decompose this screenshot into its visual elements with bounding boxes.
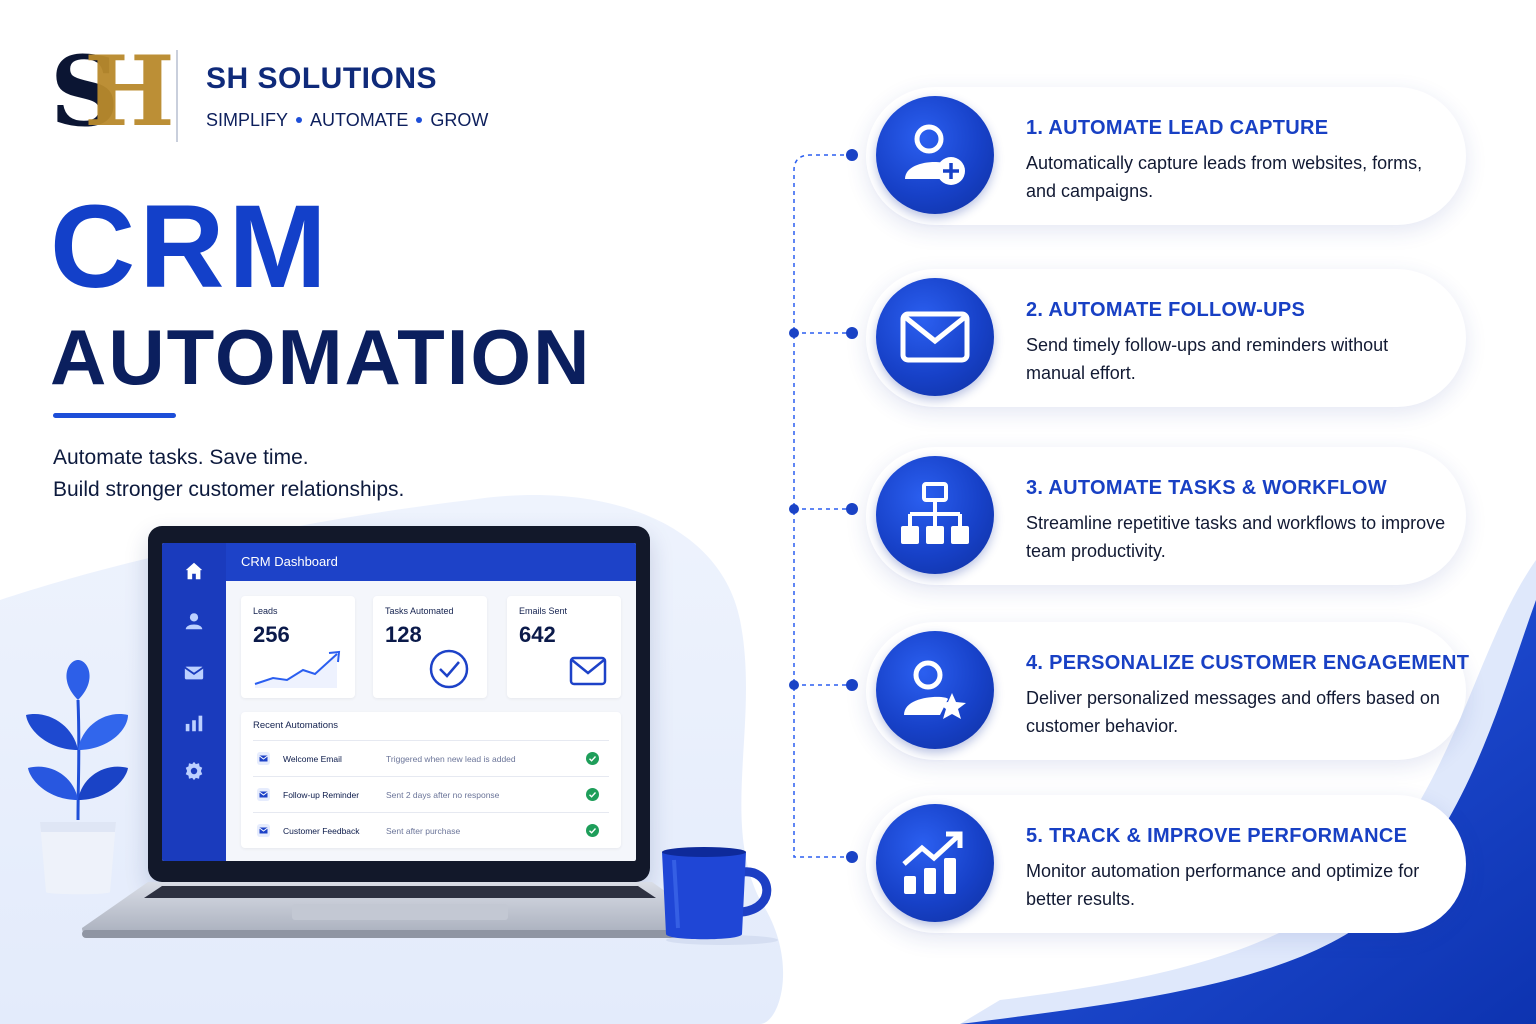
gear-icon[interactable] xyxy=(180,757,208,785)
user-star-icon xyxy=(904,660,966,719)
stat-label: Emails Sent xyxy=(519,606,568,616)
step-icon-circle xyxy=(876,804,994,922)
step-description: Send timely follow-ups and reminders wit… xyxy=(1026,335,1389,383)
recent-title: Recent Automations xyxy=(253,720,339,731)
step-icon-circle xyxy=(876,278,994,396)
stat-label: Tasks Automated xyxy=(385,606,454,616)
logo-letter-s: S xyxy=(50,35,120,148)
success-check-icon xyxy=(586,752,599,765)
recent-row[interactable]: Follow-up Reminder Sent 2 days after no … xyxy=(253,776,609,812)
tagline-dot xyxy=(416,117,423,123)
envelope-icon xyxy=(569,656,607,686)
dashboard-topbar: CRM Dashboard xyxy=(226,543,636,581)
step-card-track-performance[interactable]: 5. TRACK & IMPROVE PERFORMANCE Monitor a… xyxy=(866,795,1466,933)
crm-dashboard: CRM Dashboard Leads 256 Tasks Automated … xyxy=(162,543,636,861)
step-title: 1. AUTOMATE LEAD CAPTURE xyxy=(1026,117,1329,139)
envelope-icon xyxy=(900,311,970,363)
coffee-mug xyxy=(662,847,778,945)
stat-value: 256 xyxy=(253,622,290,647)
sh-logo: S H xyxy=(50,44,175,142)
tagline-word: AUTOMATE xyxy=(310,109,409,130)
mail-icon[interactable] xyxy=(180,659,208,687)
laptop-keyboard-base xyxy=(82,882,718,938)
recent-desc: Sent after purchase xyxy=(386,826,461,836)
hero-title-crm: CRM xyxy=(50,181,331,313)
plant-illustration xyxy=(26,660,128,895)
stat-card-emails[interactable]: Emails Sent 642 xyxy=(507,596,621,698)
step-description: Deliver personalized messages and offers… xyxy=(1026,688,1440,736)
step-description: Automatically capture leads from website… xyxy=(1026,153,1423,201)
hero-title-automation: AUTOMATION xyxy=(50,313,592,401)
brand-text: SH SOLUTIONS SIMPLIFY AUTOMATE GROW xyxy=(206,62,488,131)
step-title: 3. AUTOMATE TASKS & WORKFLOW xyxy=(1026,477,1387,499)
tagline-word: SIMPLIFY xyxy=(206,109,289,130)
recent-automations-panel: Recent Automations Welcome Email Trigger… xyxy=(241,712,621,848)
recent-desc: Triggered when new lead is added xyxy=(386,754,516,764)
stat-card-leads[interactable]: Leads 256 xyxy=(241,596,355,698)
brand-header: S H SH SOLUTIONS SIMPLIFY AUTOMATE GROW xyxy=(50,44,488,142)
recent-row[interactable]: Welcome Email Triggered when new lead is… xyxy=(253,740,609,776)
home-icon[interactable] xyxy=(180,557,208,585)
check-circle-icon xyxy=(429,649,469,689)
stat-value: 642 xyxy=(519,622,556,647)
success-check-icon xyxy=(586,824,599,837)
stat-value: 128 xyxy=(385,622,422,647)
mail-icon xyxy=(257,752,270,765)
step-icon-circle xyxy=(876,631,994,749)
step-card-follow-ups[interactable]: 2. AUTOMATE FOLLOW-UPS Send timely follo… xyxy=(866,269,1466,407)
recent-name: Customer Feedback xyxy=(283,826,360,836)
recent-desc: Sent 2 days after no response xyxy=(386,790,500,800)
tagline-dot xyxy=(296,117,303,123)
mail-icon xyxy=(257,788,270,801)
tagline-word: GROW xyxy=(430,109,489,130)
step-description: Streamline repetitive tasks and workflow… xyxy=(1026,513,1446,561)
user-icon[interactable] xyxy=(180,607,208,635)
brand-divider xyxy=(176,50,178,142)
laptop-screen: CRM Dashboard Leads 256 Tasks Automated … xyxy=(148,526,650,882)
logo-letter-h: H xyxy=(84,35,175,148)
step-description: Monitor automation performance and optim… xyxy=(1026,861,1420,909)
brand-tagline: SIMPLIFY AUTOMATE GROW xyxy=(206,110,488,131)
step-card-personalize[interactable]: 4. PERSONALIZE CUSTOMER ENGAGEMENT Deliv… xyxy=(866,622,1470,760)
user-plus-icon xyxy=(905,124,965,185)
mail-icon xyxy=(257,824,270,837)
workflow-icon xyxy=(901,482,969,544)
hero-subtitle-line: Build stronger customer relationships. xyxy=(53,478,405,501)
dashboard-sidebar xyxy=(162,543,226,861)
hero-subtitle: Automate tasks. Save time. Build stronge… xyxy=(53,442,404,506)
step-icon-circle xyxy=(876,96,994,214)
recent-row[interactable]: Customer Feedback Sent after purchase xyxy=(253,812,609,848)
hero-subtitle-line: Automate tasks. Save time. xyxy=(53,446,309,469)
step-icon-circle xyxy=(876,456,994,574)
recent-name: Welcome Email xyxy=(283,754,342,764)
stat-card-tasks[interactable]: Tasks Automated 128 xyxy=(373,596,487,698)
step-card-tasks-workflow[interactable]: 3. AUTOMATE TASKS & WORKFLOW Streamline … xyxy=(866,447,1466,585)
steps-connector xyxy=(789,149,858,863)
step-title: 5. TRACK & IMPROVE PERFORMANCE xyxy=(1026,825,1408,847)
stat-label: Leads xyxy=(253,606,278,616)
trend-up-icon xyxy=(254,650,341,688)
chart-growth-icon xyxy=(902,831,963,894)
step-title: 4. PERSONALIZE CUSTOMER ENGAGEMENT xyxy=(1026,652,1470,674)
step-card-lead-capture[interactable]: 1. AUTOMATE LEAD CAPTURE Automatically c… xyxy=(866,87,1466,225)
step-title: 2. AUTOMATE FOLLOW-UPS xyxy=(1026,299,1306,321)
bar-chart-icon[interactable] xyxy=(180,709,208,737)
hero-underline xyxy=(53,413,176,418)
brand-name: SH SOLUTIONS xyxy=(206,61,438,95)
success-check-icon xyxy=(586,788,599,801)
recent-name: Follow-up Reminder xyxy=(283,790,360,800)
